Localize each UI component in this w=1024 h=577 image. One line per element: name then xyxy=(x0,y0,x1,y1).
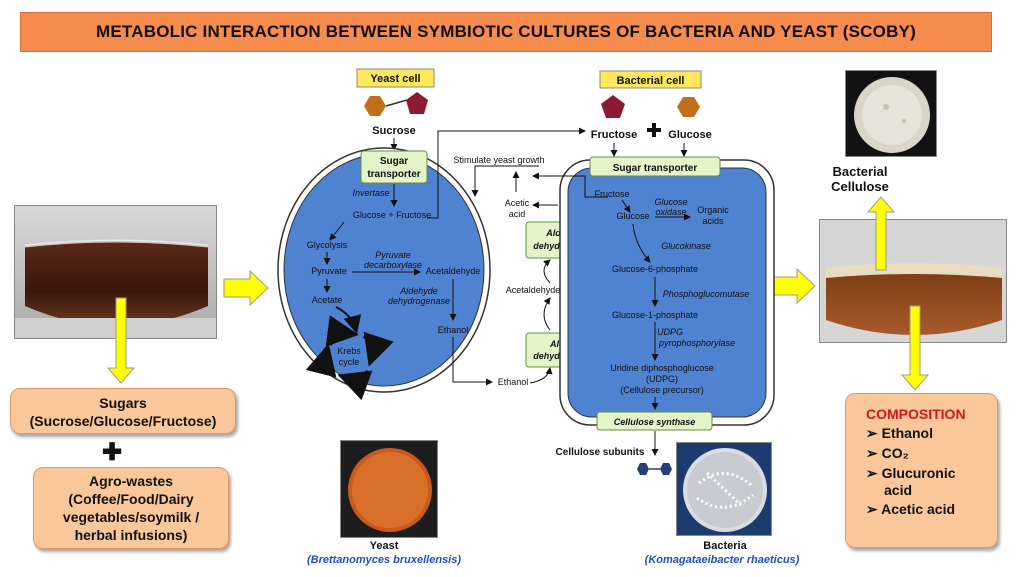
glucose-fructose-label: Glucose + Fructose xyxy=(353,210,431,220)
composition-item-ethanol: ➢ Ethanol xyxy=(866,425,997,442)
cellulose-chain-icon xyxy=(637,463,672,475)
yeast-label: Yeast xyxy=(370,540,399,552)
sugars-label: Sugars xyxy=(99,395,147,411)
yellow-arrow-down-left xyxy=(106,297,136,384)
composition-box: COMPOSITION ➢ Ethanol ➢ CO₂ ➢ Glucuronic… xyxy=(845,393,998,548)
composition-item-acetic-acid: ➢ Acetic acid xyxy=(866,501,997,518)
fructose-molecule-icon xyxy=(601,95,625,118)
bullet-arrow-icon: ➢ xyxy=(866,465,878,481)
yellow-arrow-right-1 xyxy=(223,269,269,307)
bacterial-sugar-transporter-text: Sugar transporter xyxy=(613,163,698,174)
krebs-cycle-icon xyxy=(305,315,394,401)
ethanol-yeast-label: Ethanol xyxy=(438,325,469,335)
composition-item-text: CO₂ xyxy=(881,445,909,461)
aldehyde-dehydrogenase-label: Aldehyde xyxy=(399,286,438,296)
acetaldehyde-label: Acetaldehyde xyxy=(426,266,481,276)
bacterial-sugar-transporter-box xyxy=(589,156,721,177)
stimulate-yeast-growth-label: Stimulate yeast growth xyxy=(453,155,544,165)
pyruvate-decarboxylase-label: decarboxylase xyxy=(364,260,422,270)
udp-glucose-label: (UDPG) xyxy=(646,374,678,384)
composition-item-co2: ➢ CO₂ xyxy=(866,445,997,462)
aldehyde-dehydrogenase-label: dehydrogenase xyxy=(388,296,450,306)
page-title: METABOLIC INTERACTION BETWEEN SYMBIOTIC … xyxy=(20,12,992,52)
bacteria-species-label: (Komagataeibacter rhaeticus) xyxy=(645,554,800,566)
acetaldehyde-middle-label: Acetaldehyde xyxy=(506,285,561,295)
bullet-arrow-icon: ➢ xyxy=(866,425,878,441)
sucrose-molecule-icon xyxy=(364,92,428,116)
acetate-label: Acetate xyxy=(312,295,343,305)
cellulose-synthase-box xyxy=(596,411,713,431)
glucose-inner-label: Glucose xyxy=(616,211,649,221)
cellulose-subunits-label: Cellulose subunits xyxy=(556,447,645,458)
composition-item-text: Acetic acid xyxy=(881,501,956,517)
bacteria-label: Bacteria xyxy=(703,540,747,552)
pyruvate-decarboxylase-label: Pyruvate xyxy=(375,250,411,260)
yellow-arrow-down-right xyxy=(900,305,930,391)
yeast-sugar-transporter-text: transporter xyxy=(367,169,420,180)
agro-wastes-line: vegetables/soymilk / xyxy=(62,509,200,525)
agro-wastes-label: Agro-wastes xyxy=(88,473,174,489)
organic-acids-label: acids xyxy=(702,216,724,226)
yeast-sugar-transporter-box xyxy=(360,150,428,184)
composition-item-text: acid xyxy=(884,482,913,498)
glucose-oxidase-label: Glucose xyxy=(654,197,687,207)
udp-glucose-label: (Cellulose precursor) xyxy=(620,385,704,395)
bacterial-cellulose-line: Cellulose xyxy=(831,179,889,194)
udpg-pyrophosphorylase-label: UDPG xyxy=(657,327,683,337)
yeast-species-label: (Brettanomyces bruxellensis) xyxy=(307,554,461,566)
composition-item-text: Ethanol xyxy=(881,425,933,441)
plus-icon: ✚ xyxy=(102,439,123,466)
glucose-1-phosphate-label: Glucose-1-phosphate xyxy=(612,310,698,320)
invertase-label: Invertase xyxy=(352,188,389,198)
pyruvate-label: Pyruvate xyxy=(311,266,347,276)
ethanol-middle-label: Ethanol xyxy=(498,377,529,387)
agro-wastes-box: Agro-wastes (Coffee/Food/Dairy vegetable… xyxy=(33,467,229,549)
yeast-cell-header xyxy=(356,68,435,88)
glucokinase-label: Glucokinase xyxy=(661,241,711,251)
fructose-label: Fructose xyxy=(591,129,637,141)
yeast-sugar-transporter-text: Sugar xyxy=(380,156,408,167)
bacterial-cellulose-label: Bacterial Cellulose xyxy=(820,164,900,194)
composition-item-text: Glucuronic xyxy=(881,465,956,481)
glucose-molecule-icon xyxy=(677,97,700,117)
agro-wastes-line: herbal infusions) xyxy=(74,527,188,543)
udp-glucose-label: Uridine diphosphoglucose xyxy=(610,363,714,373)
krebs-cycle-label: cycle xyxy=(339,357,360,367)
bacterial-cell-header xyxy=(599,70,702,89)
cellulose-synthase-text: Cellulose synthase xyxy=(614,417,696,427)
krebs-cycle-label: Krebs xyxy=(337,346,361,356)
acetic-acid-label: acid xyxy=(509,209,526,219)
sugars-types: (Sucrose/Glucose/Fructose) xyxy=(29,413,217,429)
bacteria-petri-dish-photo xyxy=(676,442,772,536)
yeast-cell-header-text: Yeast cell xyxy=(370,73,420,85)
bullet-arrow-icon: ➢ xyxy=(866,501,878,517)
sucrose-label: Sucrose xyxy=(372,125,415,137)
acetic-acid-label: Acetic xyxy=(505,198,530,208)
bullet-arrow-icon: ➢ xyxy=(866,445,878,461)
phosphoglucomutase-label: Phosphoglucomutase xyxy=(663,289,750,299)
yeast-petri-dish-photo xyxy=(340,440,438,538)
yellow-arrow-up-right xyxy=(866,196,896,271)
organic-acids-label: Organic xyxy=(697,205,729,215)
sugars-box: Sugars (Sucrose/Glucose/Fructose) xyxy=(10,388,236,434)
bacterial-cellulose-line: Bacterial xyxy=(832,164,888,179)
fructose-inner-label: Fructose xyxy=(594,189,629,199)
composition-title: COMPOSITION xyxy=(866,406,966,422)
plus-icon xyxy=(647,123,661,137)
glycolysis-label: Glycolysis xyxy=(307,240,348,250)
udpg-pyrophosphorylase-label: pyrophosphorylase xyxy=(658,338,735,348)
glucose-6-phosphate-label: Glucose-6-phosphate xyxy=(612,264,698,274)
glucose-oxidase-label: oxidase xyxy=(655,207,686,217)
yellow-arrow-right-2 xyxy=(769,267,816,305)
bacterial-cell-header-text: Bacterial cell xyxy=(617,75,685,87)
kombucha-jar-photo xyxy=(14,205,217,339)
agro-wastes-line: (Coffee/Food/Dairy xyxy=(68,491,194,507)
scoby-disc-photo xyxy=(845,70,937,157)
glucose-label: Glucose xyxy=(668,129,711,141)
